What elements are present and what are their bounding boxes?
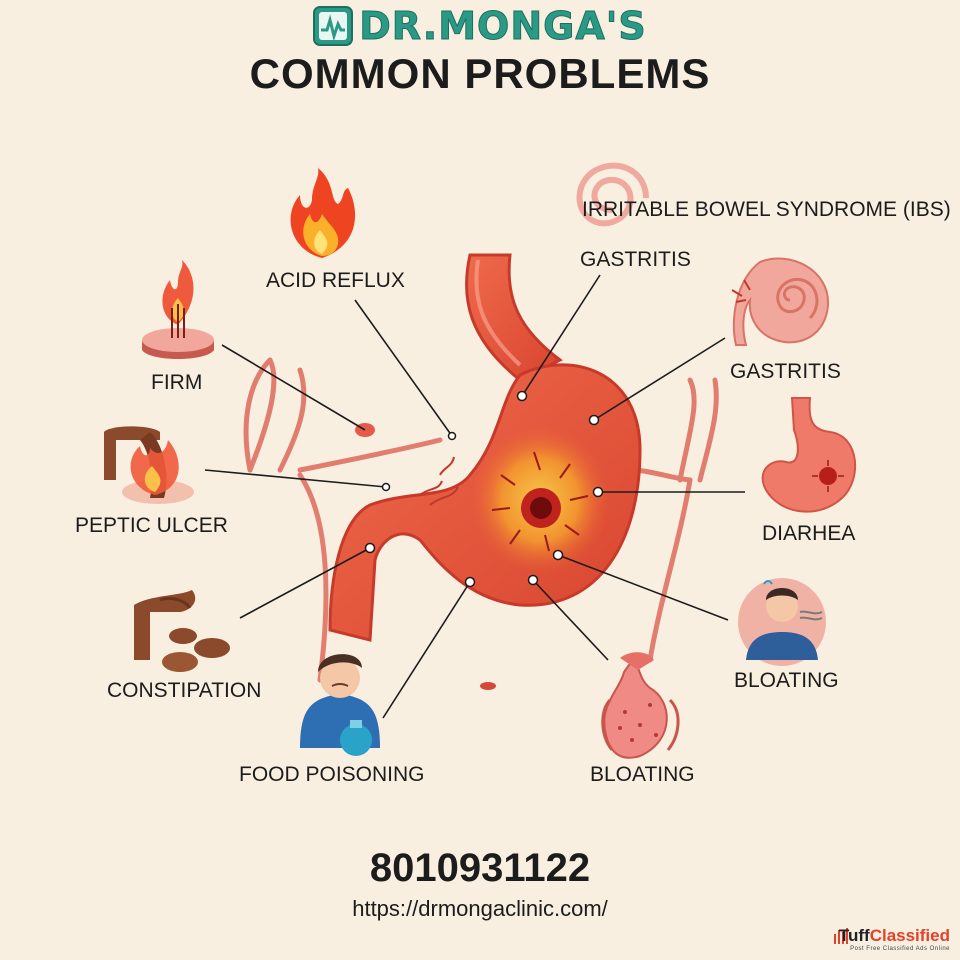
label-food-poisoning: FOOD POISONING: [239, 763, 425, 786]
swollen-organ-icon: [601, 652, 680, 759]
stomach-ulcer-icon: [761, 397, 857, 513]
watermark-name: TuffClassified: [839, 926, 950, 946]
irritation-icon: [419, 456, 459, 506]
label-firm: FIRM: [151, 371, 203, 394]
page-title: COMMON PROBLEMS: [249, 50, 711, 97]
label-bloating-right: BLOATING: [734, 669, 839, 692]
website-link[interactable]: https://drmongaclinic.com/: [352, 896, 608, 921]
label-peptic-ulcer: PEPTIC ULCER: [75, 514, 228, 537]
brand-name: DR.MONGA'S: [359, 4, 647, 49]
watermark-name-a: Tuff: [838, 926, 870, 945]
watermark: TuffClassified Post Free Classified Ads …: [834, 926, 954, 956]
spiral-intestine-icon: [576, 162, 649, 227]
uncomfortable-person-icon: [738, 578, 826, 666]
flame-icon: [290, 168, 356, 258]
label-gastritis-top: GASTRITIS: [580, 248, 691, 271]
watermark-tagline: Post Free Classified Ads Online: [850, 946, 950, 952]
bar-chart-logo-icon: [834, 928, 848, 944]
label-bloating-bottom: BLOATING: [590, 763, 695, 786]
label-ibs: IRRITABLE BOWEL SYNDROME (IBS): [582, 198, 951, 221]
label-gastritis-right: GASTRITIS: [730, 360, 841, 383]
burning-disc-icon: [142, 260, 214, 359]
leader-lines: [204, 274, 745, 719]
inflamed-stomach-icon: [731, 257, 830, 346]
watermark-name-b: Classified: [869, 926, 950, 945]
clinic-logo-icon: [313, 6, 354, 46]
blood-vessels: [243, 357, 719, 683]
leader-dots: [364, 390, 604, 588]
label-acid-reflux: ACID REFLUX: [266, 269, 405, 292]
ulcer-spot-icon: [491, 451, 589, 552]
label-diarrhea: DIARHEA: [762, 522, 856, 545]
brand-header: DR.MONGA'S: [0, 4, 960, 49]
sick-person-icon: [300, 654, 380, 756]
label-constipation: CONSTIPATION: [107, 679, 262, 702]
phone-number: 8010931122: [369, 846, 591, 890]
stool-icon: [134, 590, 230, 672]
burning-intestine-icon: [104, 426, 194, 504]
